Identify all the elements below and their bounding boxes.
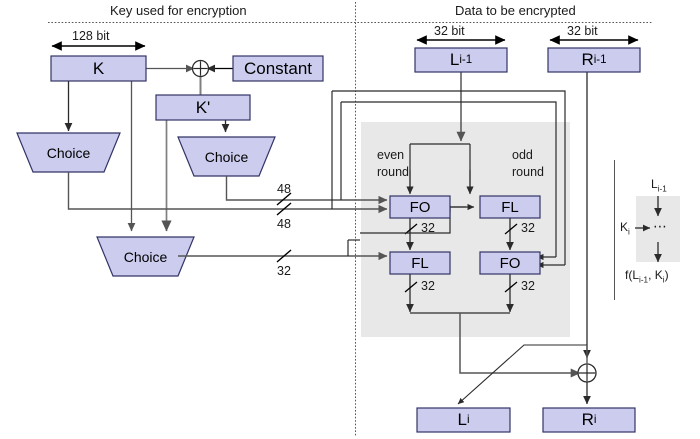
legend-output-subscript-1: i-1	[639, 275, 649, 285]
wrap-wire-outer	[332, 90, 566, 265]
legend-input-subscript: i-1	[657, 184, 667, 194]
fl-odd-box	[479, 195, 541, 219]
bus-label-fo-even-32: 32	[421, 221, 435, 235]
label-128-bit: 128 bit	[72, 29, 110, 43]
bus-label-fo-odd-32: 32	[521, 279, 535, 293]
section-title-left: Key used for encryption	[110, 3, 247, 18]
legend-output-mid: , K	[648, 268, 663, 282]
wrap-wire-inner	[341, 101, 557, 257]
legend-key-text: K	[620, 220, 629, 234]
label-left-32-bit: 32 bit	[434, 24, 465, 38]
bus-choice1-to-fo	[67, 172, 388, 214]
tick-fl-even-32	[404, 281, 418, 293]
tick-fo-odd-32	[504, 281, 518, 293]
bus-tick-48-upper	[276, 192, 292, 206]
r-out-box	[542, 407, 636, 433]
legend-input-label: Li-1	[651, 177, 667, 193]
label-right-32-bit: 32 bit	[567, 24, 598, 38]
bus-label-fl-even-32: 32	[421, 279, 435, 293]
section-title-right: Data to be encrypted	[455, 3, 576, 18]
kprime-box	[155, 94, 251, 121]
fl-even-box	[389, 251, 451, 275]
legend-output-subscript-2: i	[662, 275, 665, 285]
bus-tick-32	[276, 249, 292, 263]
bus-label-48-lower: 48	[277, 217, 291, 231]
choice-box-2	[177, 136, 276, 177]
round-body-panel	[361, 122, 570, 337]
l-in-box	[414, 47, 508, 73]
tick-fo-even-32	[404, 223, 418, 235]
bus-label-32-choice3: 32	[277, 264, 291, 278]
even-round-label-line1: even	[377, 148, 405, 162]
fo-even-box	[389, 195, 451, 219]
legend-key-subscript: i	[628, 227, 630, 237]
odd-round-label-line1: odd	[512, 148, 533, 162]
k-box	[50, 55, 147, 82]
even-round-label-line2: round	[377, 165, 409, 179]
wire-round-out-to-xor	[459, 313, 581, 378]
tick-fl-odd-32	[504, 223, 518, 235]
legend-output-label: f(Li-1, Ki)	[625, 268, 669, 284]
fo-odd-box	[479, 251, 541, 275]
odd-round-label-line2: round	[512, 165, 544, 179]
wire-cross-to-lout	[457, 344, 587, 405]
legend-output-prefix: f(L	[625, 268, 640, 282]
bus-tick-48-lower	[276, 202, 292, 216]
legend-output-suffix: )	[664, 268, 669, 282]
constant-box	[232, 55, 324, 82]
legend-input-text: L	[651, 177, 658, 191]
r-in-box	[547, 47, 641, 73]
bus-label-fl-odd-32: 32	[521, 221, 535, 235]
choice-box-3	[96, 236, 195, 277]
legend-dots: ⋯	[653, 218, 667, 234]
bus-label-48-upper: 48	[277, 182, 291, 196]
choice-box-1	[16, 132, 121, 173]
bus-choice2-to-fo	[225, 176, 388, 205]
legend-key-label: Ki	[620, 220, 630, 236]
l-out-box	[416, 407, 511, 433]
